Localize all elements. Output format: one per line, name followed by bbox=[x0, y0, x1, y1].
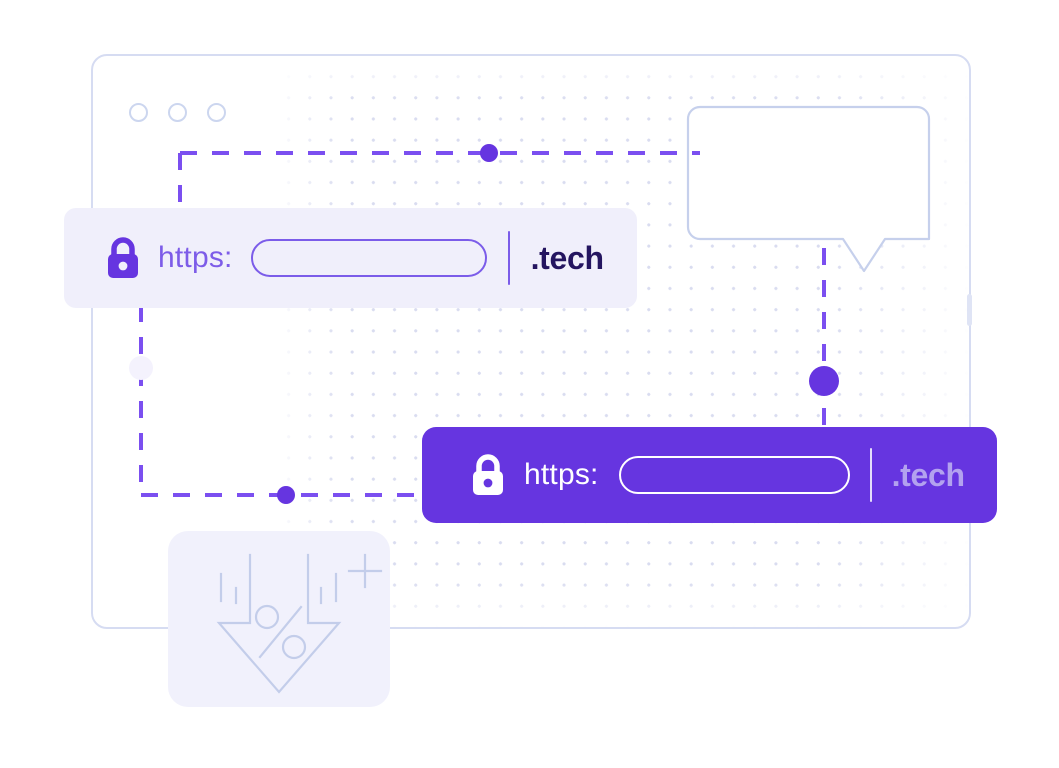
down-arrow-icon bbox=[216, 553, 342, 694]
scheme-label: https: bbox=[158, 241, 233, 274]
percent-slash bbox=[258, 605, 303, 659]
discount-icon bbox=[216, 553, 383, 694]
scheme-label: https: bbox=[524, 458, 599, 491]
window-controls bbox=[129, 103, 226, 122]
address-bar-purple[interactable]: https: .tech bbox=[422, 427, 997, 523]
window-control-maximize[interactable] bbox=[207, 103, 226, 122]
percent-lower-circle bbox=[281, 634, 307, 660]
speech-bubble-shape bbox=[686, 105, 931, 273]
bar-divider bbox=[507, 231, 510, 285]
address-bar-light[interactable]: https: .tech bbox=[64, 208, 637, 308]
url-input[interactable] bbox=[618, 456, 850, 494]
window-control-close[interactable] bbox=[129, 103, 148, 122]
tld-label: .tech bbox=[530, 239, 605, 276]
url-input[interactable] bbox=[250, 239, 487, 277]
lock-icon bbox=[473, 454, 503, 495]
lock-icon bbox=[108, 237, 138, 278]
tld-label: .tech bbox=[891, 456, 966, 493]
window-control-minimize[interactable] bbox=[168, 103, 187, 122]
vertical-scrollbar-thumb[interactable] bbox=[967, 294, 972, 326]
discount-badge bbox=[168, 531, 390, 707]
percent-upper-circle bbox=[254, 604, 280, 630]
speech-bubble bbox=[686, 105, 931, 290]
bar-divider bbox=[869, 448, 872, 502]
